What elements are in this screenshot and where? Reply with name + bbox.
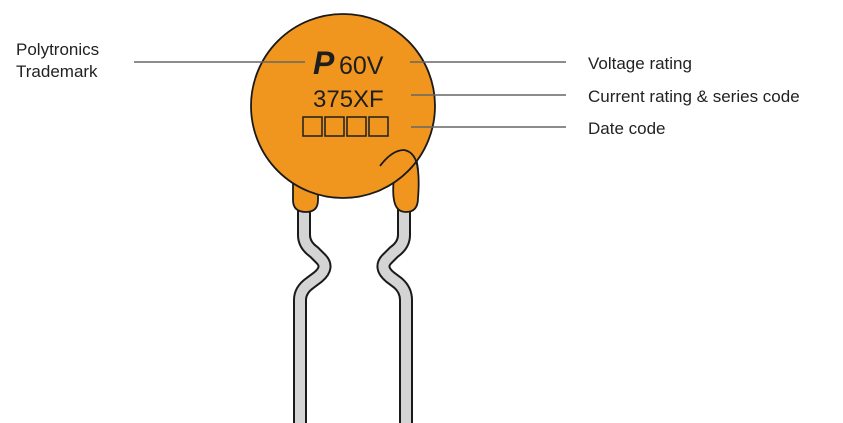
date-code-boxes xyxy=(302,116,389,137)
date-code-box xyxy=(346,116,367,137)
date-code-label: Date code xyxy=(588,119,666,138)
voltage-rating-label: Voltage rating xyxy=(588,54,692,73)
date-code-box xyxy=(368,116,389,137)
date-code-box xyxy=(302,116,323,137)
series-code-marking: 375XF xyxy=(313,86,384,113)
right-lead-hook xyxy=(379,149,419,171)
right-lead xyxy=(378,205,411,423)
trademark-label-line2: Trademark xyxy=(16,62,98,81)
voltage-marking: 60V xyxy=(339,52,384,80)
leads xyxy=(293,205,413,423)
trademark-label-line1: Polytronics xyxy=(16,40,99,59)
current-rating-label: Current rating & series code xyxy=(588,87,800,106)
polytronics-logo-mark: P xyxy=(313,45,335,81)
fuse-body xyxy=(250,13,436,199)
leader-lines xyxy=(134,61,566,128)
date-code-box xyxy=(324,116,345,137)
left-lead xyxy=(295,205,330,423)
